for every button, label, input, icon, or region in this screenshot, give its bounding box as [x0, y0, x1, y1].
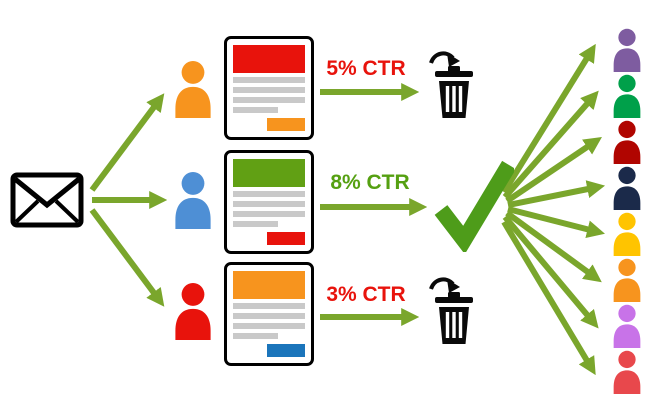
text-line	[233, 87, 305, 93]
email-hero-block	[233, 271, 305, 299]
arrow-envelope-to-person-a	[89, 93, 165, 192]
text-line	[233, 97, 305, 103]
arrow-winner-to-audience-4	[507, 180, 606, 208]
arrow-envelope-to-person-c	[89, 208, 165, 307]
ctr-label-variant-c: 3% CTR	[326, 283, 406, 306]
text-line	[233, 313, 305, 319]
text-line	[233, 323, 305, 329]
cta-button-block	[267, 344, 305, 357]
envelope-icon	[10, 172, 84, 228]
checkmark-icon	[434, 160, 514, 252]
text-line	[233, 191, 305, 197]
text-line	[233, 107, 278, 113]
arrow-winner-to-audience-3	[505, 136, 602, 204]
trash-icon	[429, 277, 473, 344]
audience-person-2-icon	[613, 74, 641, 118]
ctr-label-variant-b: 8% CTR	[330, 171, 410, 194]
email-variant-c-card	[224, 262, 314, 366]
text-line	[233, 201, 305, 207]
audience-person-5-icon	[613, 212, 641, 256]
cta-button-block	[267, 118, 305, 131]
ctr-label-variant-a: 5% CTR	[326, 57, 406, 80]
audience-person-1-icon	[613, 28, 641, 72]
text-line	[233, 303, 305, 309]
audience-person-6-icon	[613, 258, 641, 302]
audience-person-4-icon	[613, 166, 641, 210]
audience-person-8-icon	[613, 350, 641, 394]
sample-person-c-icon	[175, 283, 211, 340]
text-line	[233, 77, 305, 83]
trash-arrow-icon	[447, 279, 460, 293]
arrow-winner-to-audience-1	[501, 43, 596, 194]
audience-person-7-icon	[613, 304, 641, 348]
email-variant-b-card	[224, 150, 314, 254]
email-variant-a-card	[224, 36, 314, 140]
arrow-winner-to-audience-7	[502, 215, 599, 329]
cta-button-block	[267, 232, 305, 245]
sample-person-b-icon	[175, 172, 211, 229]
sample-person-a-icon	[175, 61, 211, 118]
trash-arrow-icon	[447, 53, 460, 67]
text-line	[233, 333, 278, 339]
arrow-winner-to-audience-5	[507, 206, 605, 239]
arrow-winner-to-audience-6	[505, 210, 602, 283]
audience-person-3-icon	[613, 120, 641, 164]
trash-icon	[429, 51, 473, 118]
arrow-winner-to-audience-2	[502, 90, 599, 199]
email-hero-block	[233, 159, 305, 187]
text-line	[233, 221, 278, 227]
text-line	[233, 211, 305, 217]
arrow-winner-to-audience-8	[501, 220, 596, 376]
email-hero-block	[233, 45, 305, 73]
